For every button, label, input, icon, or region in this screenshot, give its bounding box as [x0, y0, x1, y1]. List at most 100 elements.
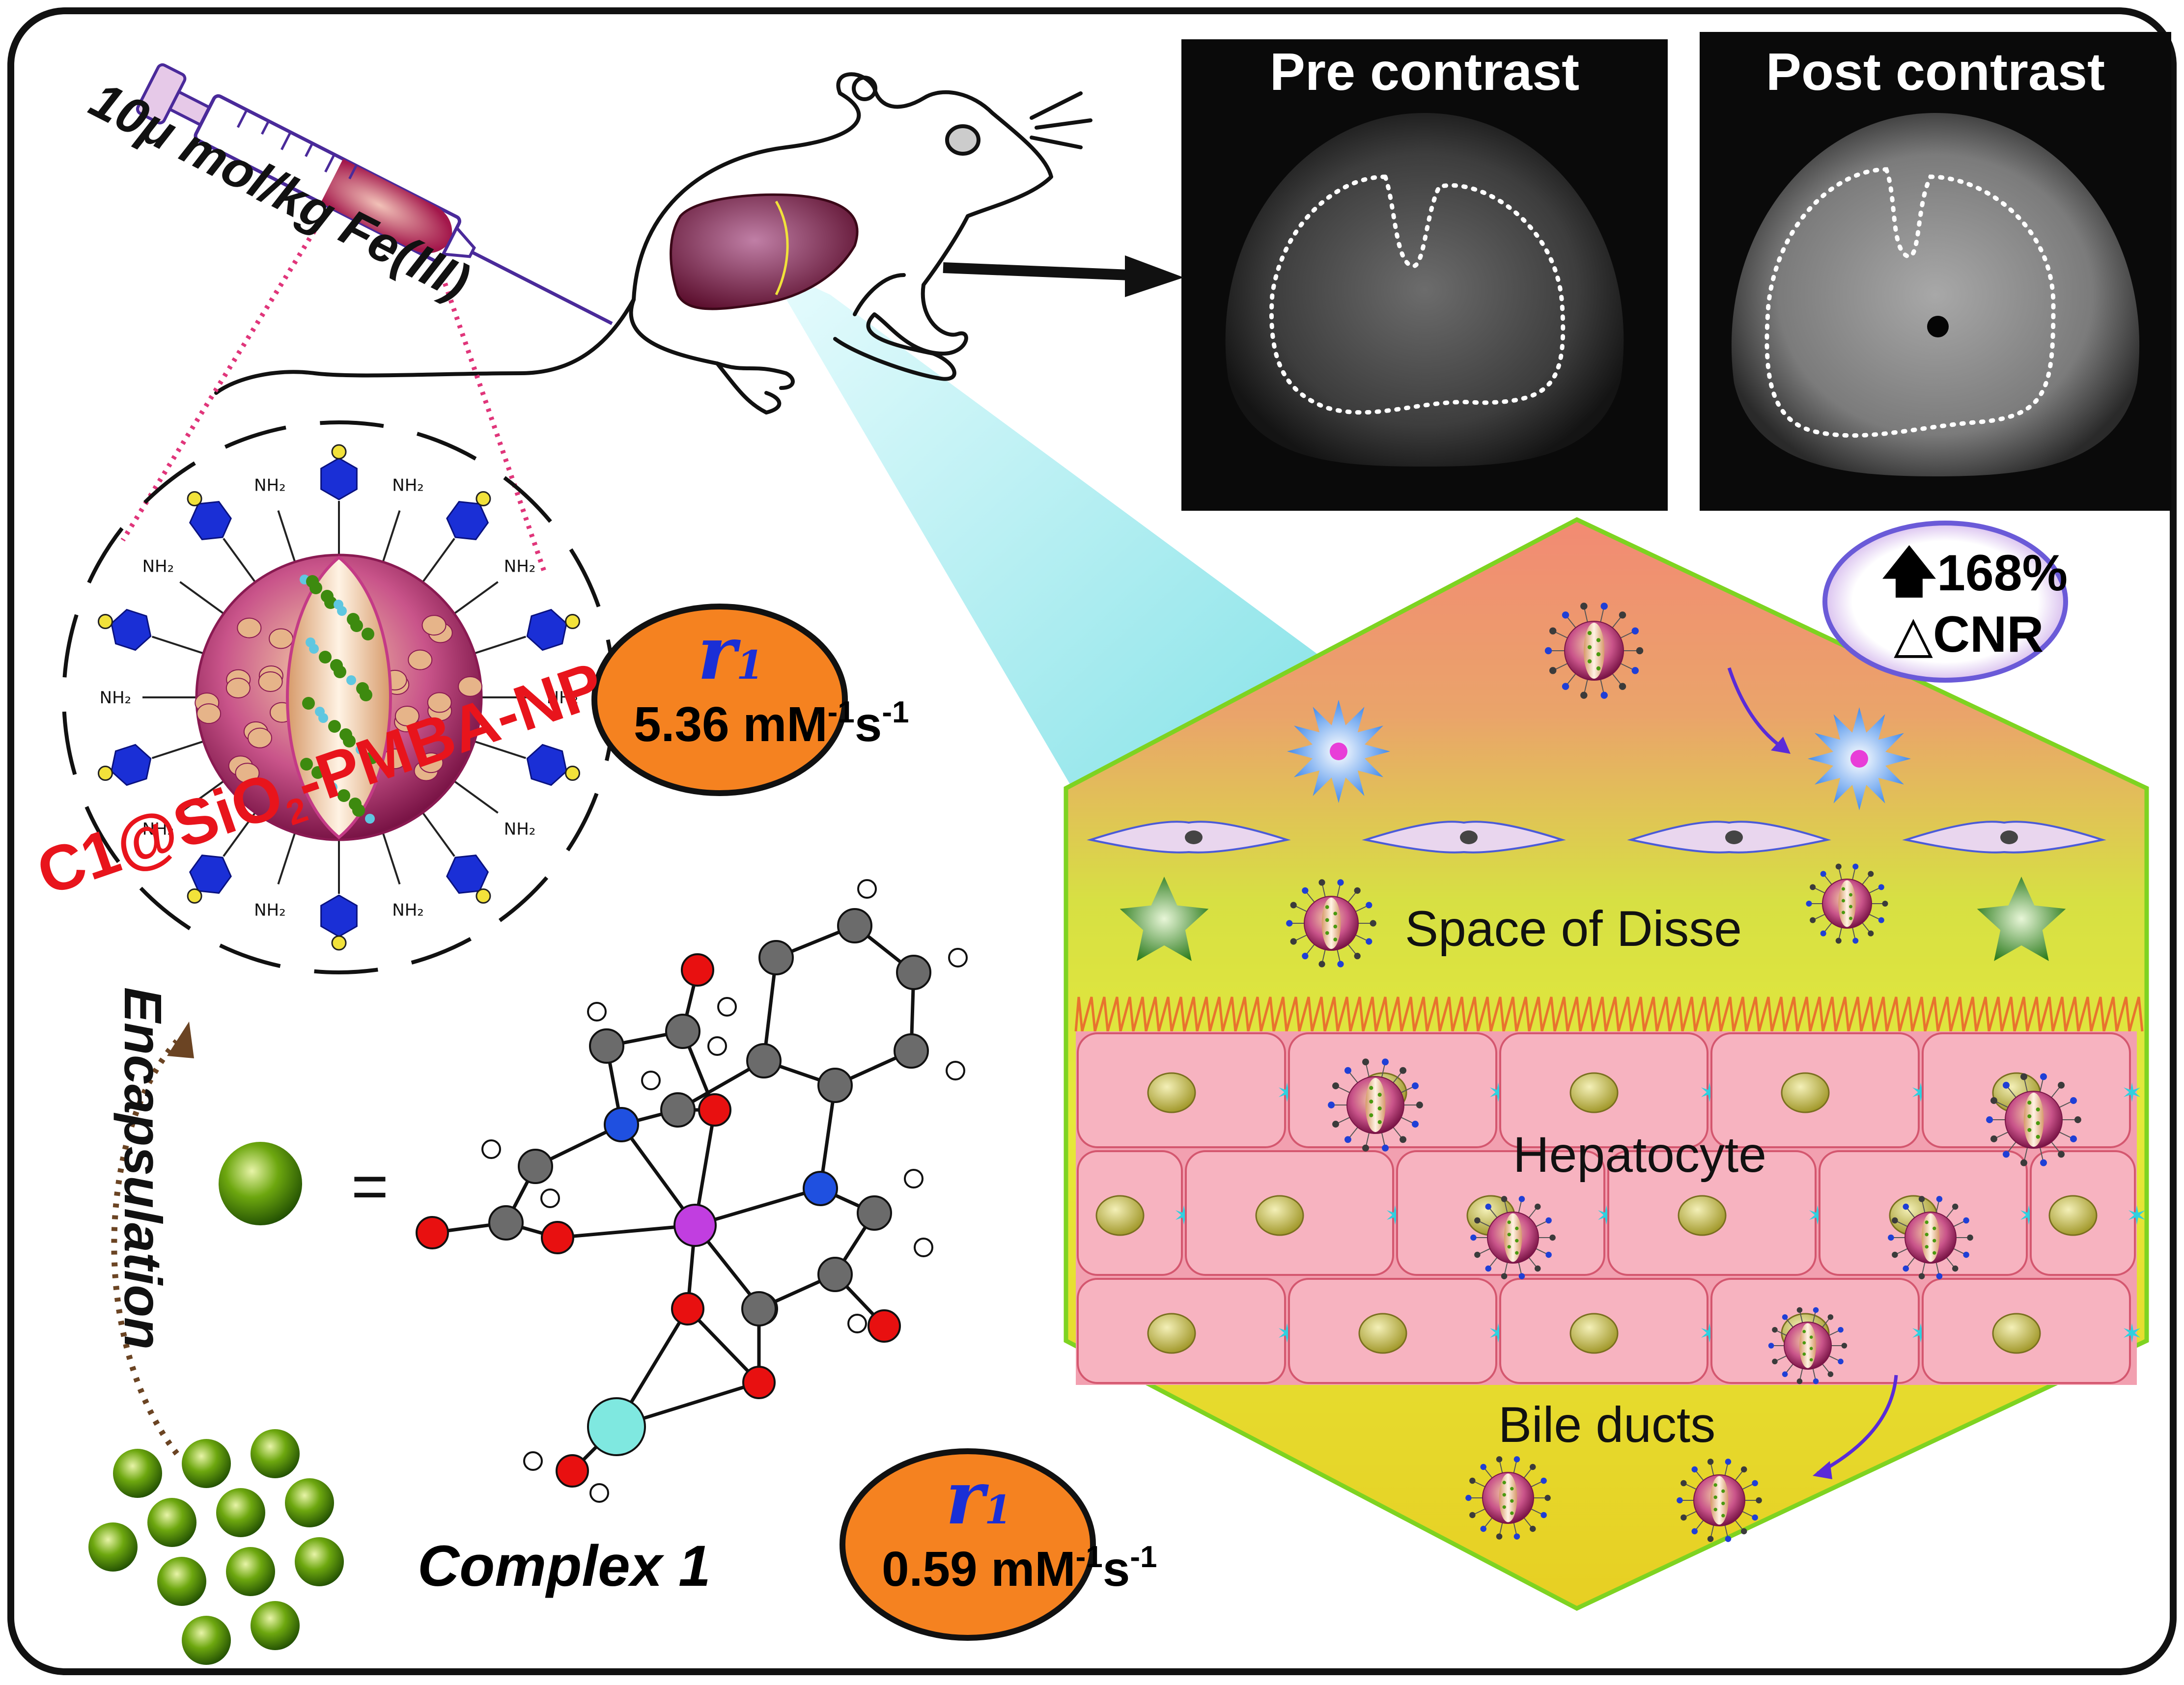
hydrogen-atom: [641, 1071, 661, 1090]
amine-label: NH₂: [100, 688, 132, 708]
pmba-ring: [189, 501, 232, 540]
cell-nucleus: [1358, 1313, 1407, 1354]
post-contrast-label: Post contrast: [1765, 42, 2105, 101]
carbon-atom: [660, 1092, 696, 1128]
pore: [269, 628, 294, 649]
cell-nucleus: [1095, 1195, 1145, 1236]
hydrogen-atom: [914, 1238, 933, 1257]
tight-junction-icon: ✶: [2121, 1078, 2143, 1108]
complex-sphere: [88, 1522, 138, 1572]
cell-nucleus: [1147, 1072, 1196, 1113]
up-arrow-icon: 🡅: [1881, 542, 1937, 602]
excretion-arrowhead: [1813, 1461, 1832, 1479]
endothelial-cells: [1087, 821, 2106, 854]
mini-nanoparticle: [1465, 1456, 1551, 1540]
amine-label: NH₂: [392, 901, 424, 920]
cargo-dot: [311, 766, 324, 779]
cell-nucleus: [1569, 1072, 1619, 1113]
ligand-chain: [277, 510, 296, 562]
carbon-atom: [758, 940, 794, 975]
kupffer-nucleus: [1330, 743, 1347, 760]
nitrogen-atom: [803, 1171, 838, 1206]
carbon-atom: [589, 1028, 624, 1064]
pore: [225, 678, 251, 699]
ligand-chain: [179, 581, 224, 615]
carbon-atom: [837, 908, 872, 943]
carbon-atom: [741, 1291, 777, 1326]
complex-sphere: [251, 1601, 300, 1650]
carbon-atom: [817, 1068, 853, 1103]
pore: [421, 615, 447, 636]
hydrogen-atom: [540, 1188, 560, 1208]
ligand-chain: [453, 581, 499, 615]
complex-spheres: [88, 1429, 344, 1665]
boronic-group: [97, 766, 113, 781]
cnr-ellipse: [1822, 521, 2068, 683]
mouse-liver: [670, 193, 859, 310]
amine-label: NH₂: [504, 819, 536, 839]
oxygen-atom: [541, 1221, 574, 1254]
amine-label: NH₂: [254, 475, 286, 495]
hydrogen-atom: [857, 879, 877, 899]
boronic-group: [476, 888, 491, 904]
cargo-dot: [339, 728, 352, 741]
cell-nucleus: [1781, 1072, 1830, 1113]
ligand-chain: [453, 780, 499, 814]
mini-nanoparticle: [1544, 603, 1644, 699]
cargo-dot: [346, 675, 356, 685]
delta-icon: △: [1894, 606, 1933, 663]
amine-label: NH₂: [392, 475, 424, 495]
boronic-group: [97, 613, 113, 629]
cargo-dot: [330, 659, 343, 672]
hepatocyte-label: Hepatocyte: [1513, 1127, 1766, 1183]
complex-sphere: [216, 1488, 265, 1537]
oxygen-atom: [671, 1292, 704, 1326]
syringe: [136, 63, 613, 325]
tissue-panel: ✶✶✶✶✶✶✶✶✶✶✶✶✶✶✶✶: [1064, 517, 2149, 1611]
relaxivity-complex-ellipse: [840, 1448, 1096, 1641]
boronic-group: [565, 766, 581, 781]
bond: [686, 1307, 760, 1384]
complex-sphere-legend: [219, 1142, 302, 1225]
endothelial-nucleus: [2000, 830, 2018, 844]
mini-nanoparticle: [1986, 1073, 2081, 1166]
ligand-chain: [474, 740, 527, 759]
oxygen-atom: [416, 1216, 449, 1249]
cargo-dot: [315, 707, 325, 717]
endothelial-nucleus: [1460, 830, 1478, 844]
bile-ducts-label: Bile ducts: [1498, 1397, 1716, 1453]
pore: [237, 617, 262, 638]
carbon-atom: [746, 1043, 782, 1078]
hydrogen-atom: [587, 1002, 607, 1022]
tight-junction-icon: ✶: [2121, 1319, 2143, 1349]
cargo-dot: [347, 613, 360, 626]
complex-sphere: [295, 1537, 344, 1586]
complex-sphere: [113, 1449, 162, 1498]
mri-pre-panel: [1181, 39, 1668, 511]
complex-sphere: [285, 1478, 334, 1527]
pmba-ring: [111, 608, 152, 651]
carbon-atom: [665, 1014, 700, 1049]
zoom-beam: [766, 265, 1336, 786]
cargo-dot: [319, 651, 332, 663]
mouse: [214, 72, 1092, 414]
hydrogen-atom: [589, 1483, 609, 1503]
stellate-cell: [1120, 877, 1209, 961]
amine-label: NH₂: [254, 901, 286, 920]
mini-nanoparticle: [1768, 1307, 1848, 1384]
mini-nanoparticle: [1328, 1058, 1423, 1152]
pre-liver-outline: [1269, 174, 1566, 415]
hydrogen-atom: [946, 1061, 965, 1080]
pmba-ring: [320, 457, 358, 500]
amine-label: NH₂: [142, 819, 174, 839]
boronic-group: [476, 491, 491, 506]
relaxivity-np-value: 5.36 mM-1s-1: [634, 695, 909, 752]
pore: [458, 676, 483, 697]
complex-sphere: [182, 1439, 231, 1488]
hydrogen-atom: [707, 1036, 727, 1056]
ligand-chain: [382, 510, 401, 562]
np-open-core: [286, 555, 392, 839]
oxygen-atom: [868, 1309, 901, 1343]
pore: [394, 706, 420, 727]
